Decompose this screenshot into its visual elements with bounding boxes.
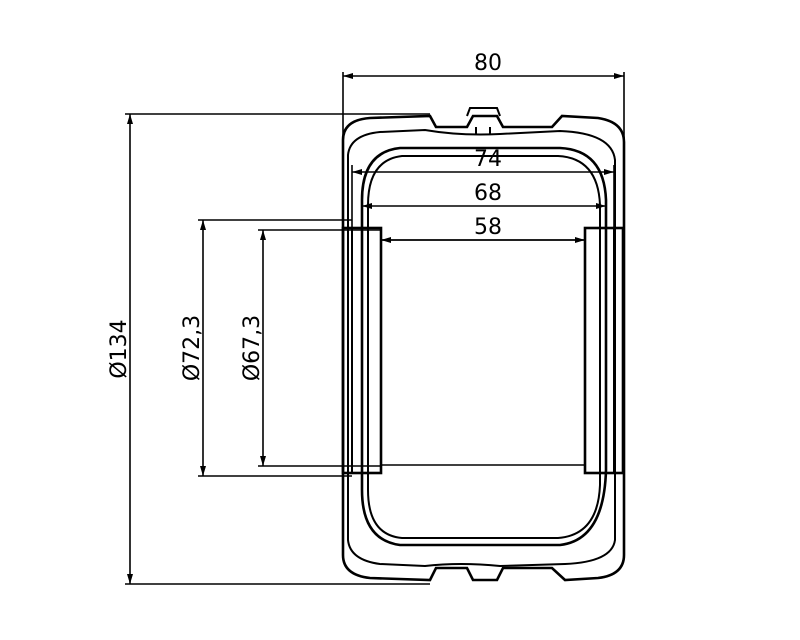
dimension-diameter-134: Ø134: [107, 113, 430, 585]
dimension-58: 58: [381, 215, 585, 243]
tyre-outer-profile: [341, 107, 626, 582]
dimension-80: 80: [342, 51, 625, 140]
hub-right-wall: [583, 226, 625, 475]
dimension-diameter-72-3-label: Ø72,3: [180, 315, 205, 381]
rim-inner-profile: [360, 146, 608, 547]
dimension-68-label: 68: [474, 181, 502, 206]
dimension-68: 68: [361, 181, 607, 220]
dimension-74: 74: [351, 147, 615, 230]
dimension-diameter-67-3: Ø67,3: [240, 229, 381, 467]
dimension-diameter-67-3-label: Ø67,3: [240, 315, 265, 381]
dimension-80-label: 80: [474, 51, 502, 76]
dimension-diameter-134-label: Ø134: [107, 319, 132, 378]
dimension-diameter-72-3: Ø72,3: [180, 219, 352, 477]
dimension-74-label: 74: [474, 147, 502, 172]
hub-left-wall: [341, 226, 383, 475]
dimension-58-label: 58: [474, 215, 502, 240]
